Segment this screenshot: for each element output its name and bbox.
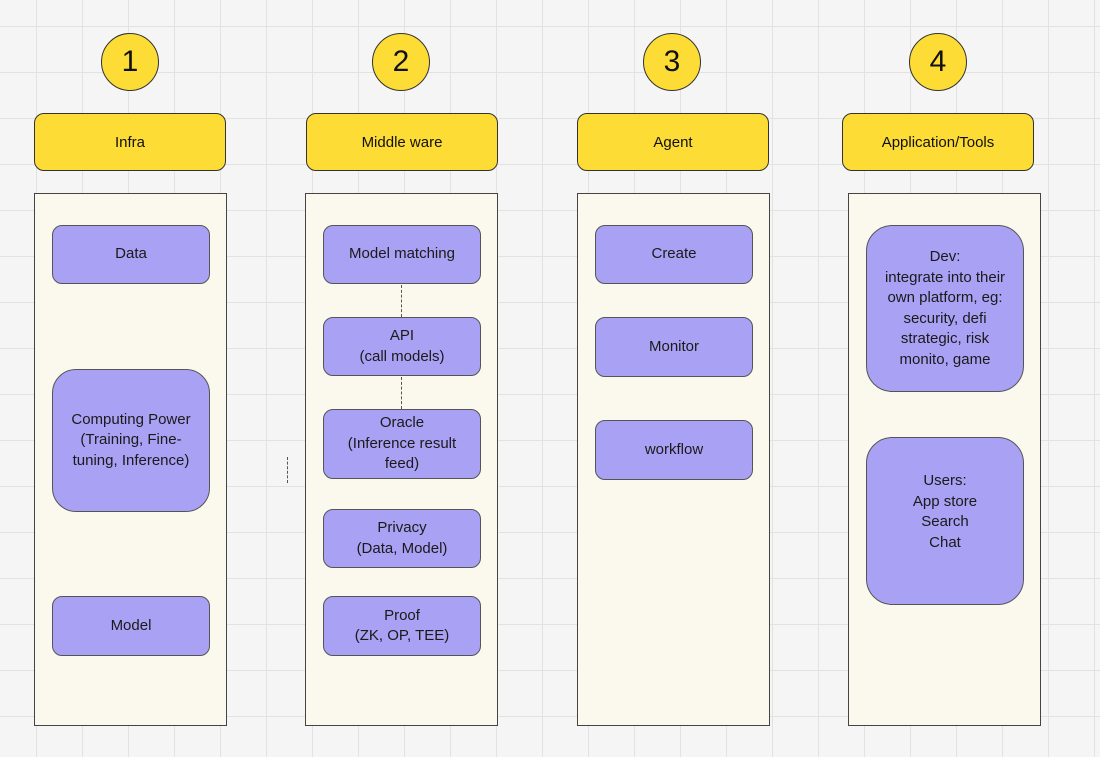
step-4-circle: 4 — [909, 33, 967, 91]
item-users: Users: App store Search Chat — [866, 437, 1024, 605]
item-workflow: workflow — [595, 420, 753, 480]
item-create: Create — [595, 225, 753, 284]
item-monitor: Monitor — [595, 317, 753, 377]
header-agent: Agent — [577, 113, 769, 171]
header-application-tools: Application/Tools — [842, 113, 1034, 171]
item-privacy: Privacy (Data, Model) — [323, 509, 481, 568]
item-oracle: Oracle (Inference result feed) — [323, 409, 481, 479]
item-data: Data — [52, 225, 210, 284]
connector-2 — [401, 377, 402, 409]
item-model-matching: Model matching — [323, 225, 481, 284]
item-dev: Dev: integrate into their own platform, … — [866, 225, 1024, 392]
step-1-circle: 1 — [101, 33, 159, 91]
item-model: Model — [52, 596, 210, 656]
connector-1 — [401, 285, 402, 317]
step-2-circle: 2 — [372, 33, 430, 91]
step-3-circle: 3 — [643, 33, 701, 91]
header-middleware: Middle ware — [306, 113, 498, 171]
item-proof: Proof (ZK, OP, TEE) — [323, 596, 481, 656]
item-computing-power: Computing Power (Training, Fine- tuning,… — [52, 369, 210, 512]
stray-dashed-line — [287, 457, 288, 483]
item-api: API (call models) — [323, 317, 481, 376]
header-infra: Infra — [34, 113, 226, 171]
